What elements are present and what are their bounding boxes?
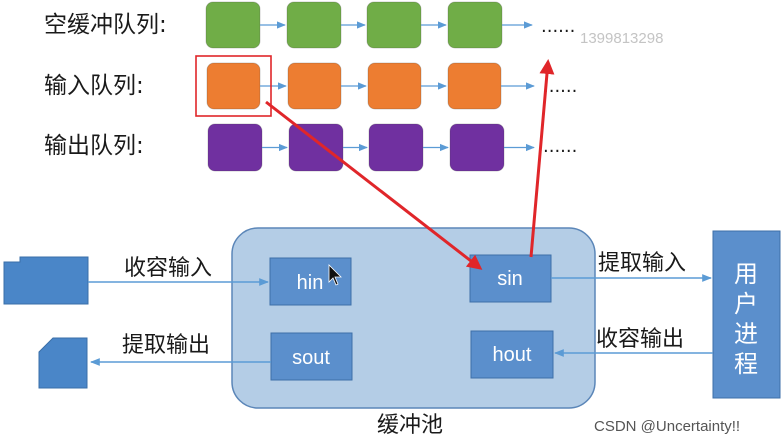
sout-label: sout bbox=[292, 347, 330, 369]
input-queue-block-2 bbox=[287, 62, 342, 110]
hin-label: hin bbox=[297, 272, 324, 294]
empty-queue-block-1 bbox=[205, 1, 261, 49]
hout-slot bbox=[470, 330, 554, 379]
output-queue-label: 输出队列: bbox=[44, 133, 144, 159]
watermark-text: 1399813298 bbox=[580, 30, 663, 47]
hin-slot bbox=[269, 257, 352, 306]
input-queue-block-3 bbox=[367, 62, 422, 110]
input-queue-ellipsis: ...... bbox=[543, 76, 577, 97]
input-queue-block-1 bbox=[206, 62, 261, 110]
input-queue bbox=[206, 62, 535, 110]
empty-queue bbox=[205, 1, 533, 49]
output-queue-block-4 bbox=[449, 123, 505, 172]
output-device-icon bbox=[38, 337, 88, 389]
buffer-pool-label: 缓冲池 bbox=[377, 413, 443, 438]
accept-input-label: 收容输入 bbox=[124, 256, 212, 281]
user-process-char-2: 户 bbox=[734, 290, 758, 318]
input-to-sin-red-arrow bbox=[265, 100, 483, 270]
output-queue-ellipsis: ...... bbox=[543, 136, 577, 157]
output-queue-block-2 bbox=[288, 123, 344, 172]
empty-queue-ellipsis: ...... bbox=[541, 16, 575, 37]
empty-queue-block-3 bbox=[366, 1, 422, 49]
user-process-char-4: 程 bbox=[734, 350, 758, 378]
extract-output-label: 提取输出 bbox=[122, 333, 210, 358]
sout-slot bbox=[270, 332, 353, 381]
output-queue-block-3 bbox=[368, 123, 424, 172]
highlight-box bbox=[195, 55, 272, 117]
sin-to-empty-queue-red-arrow bbox=[529, 59, 555, 258]
input-queue-label: 输入队列: bbox=[44, 73, 144, 99]
cursor-icon bbox=[328, 264, 342, 286]
output-queue bbox=[207, 123, 535, 172]
user-process-char-1: 用 bbox=[734, 260, 758, 288]
input-device-icon bbox=[3, 256, 89, 305]
extract-input-label: 提取输入 bbox=[598, 251, 686, 276]
input-queue-block-4 bbox=[447, 62, 502, 110]
empty-queue-block-2 bbox=[286, 1, 342, 49]
empty-queue-label: 空缓冲队列: bbox=[44, 12, 167, 38]
sin-slot bbox=[469, 254, 552, 303]
user-process-char-3: 进 bbox=[734, 320, 758, 348]
empty-queue-block-4 bbox=[447, 1, 503, 49]
output-queue-block-1 bbox=[207, 123, 263, 172]
sin-label: sin bbox=[497, 268, 523, 290]
hout-label: hout bbox=[493, 344, 532, 366]
user-process-box bbox=[712, 230, 781, 399]
footer-credit: CSDN @Uncertainty!! bbox=[594, 418, 740, 435]
accept-output-label: 收容输出 bbox=[596, 327, 684, 352]
